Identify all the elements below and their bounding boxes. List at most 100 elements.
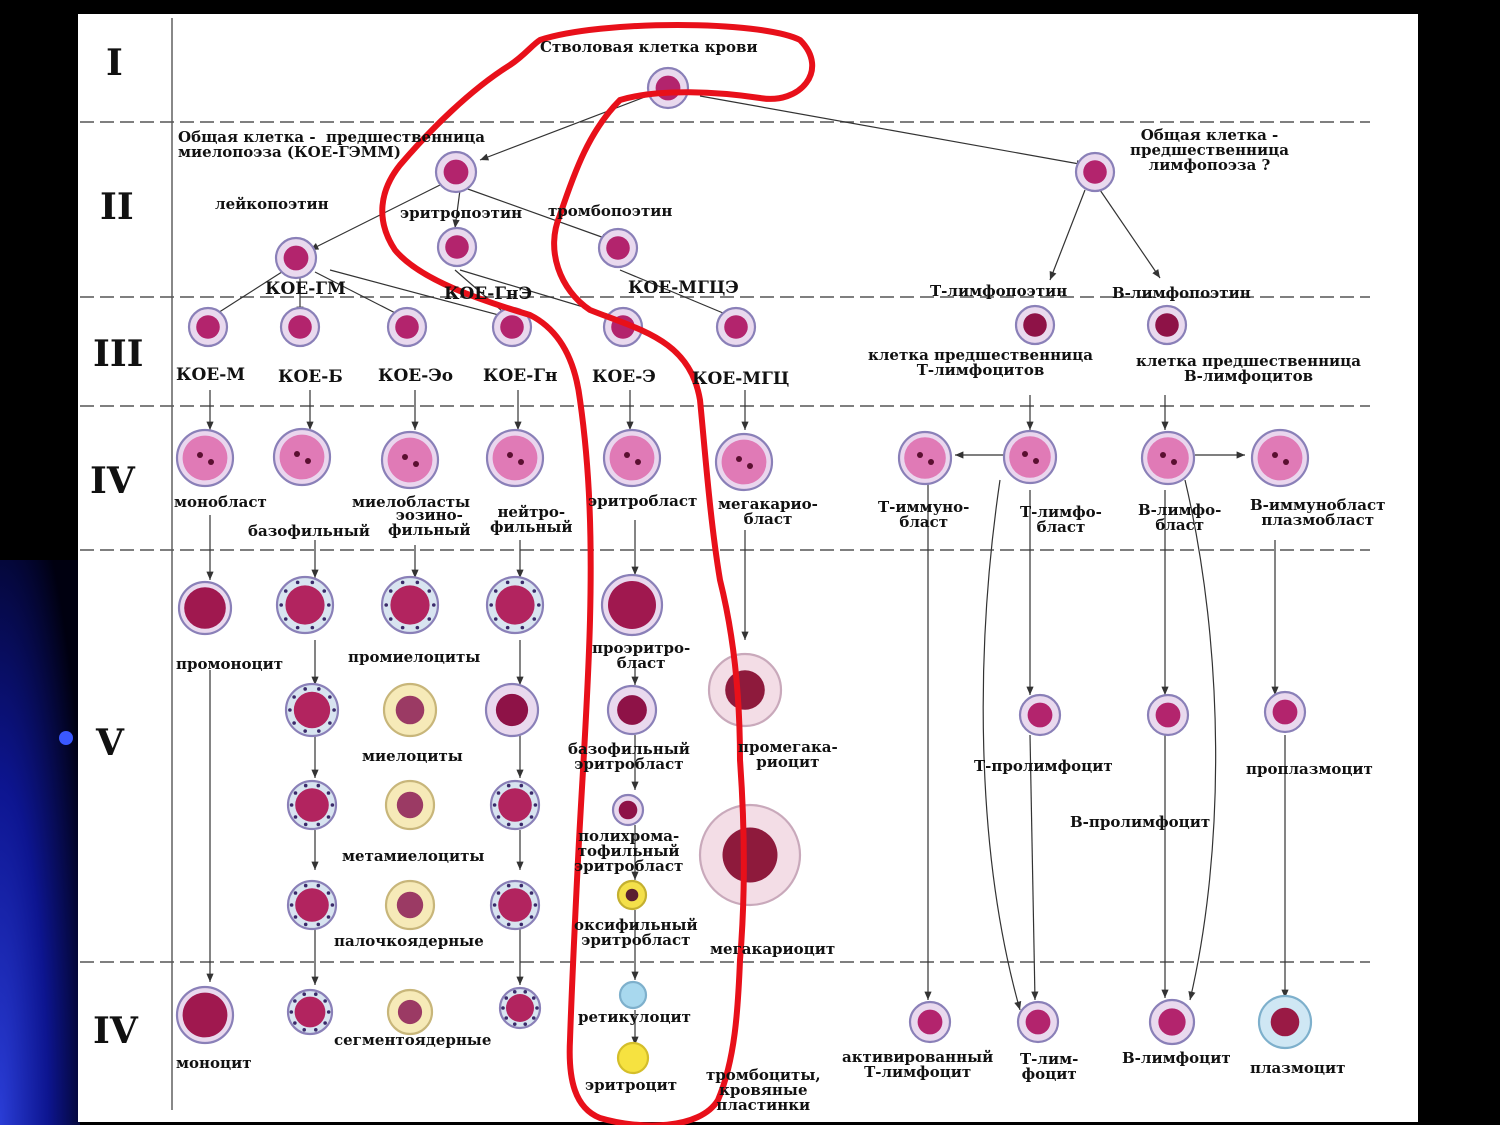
- label-b-immunoblast: В-иммунобласт плазмобласт: [1250, 496, 1386, 529]
- label-t-precursor: клетка предшественница Т-лимфоцитов: [868, 346, 1093, 379]
- blood-cell-icon: [386, 306, 428, 348]
- blood-cell-icon: [272, 427, 332, 487]
- label-koe-eo: КОЕ-Эо: [378, 366, 454, 386]
- blood-cell-icon: [1146, 693, 1190, 737]
- label-t-lymphoblast: Т-лимфо- бласт: [1020, 503, 1102, 536]
- blood-cell-icon: [600, 573, 664, 637]
- blood-cell-icon: [286, 988, 334, 1036]
- label-erythrocyte: эритроцит: [585, 1076, 678, 1094]
- blood-cell-icon: [275, 575, 335, 635]
- flow-arrow: [982, 479, 1022, 1011]
- blood-cell-icon: [434, 150, 478, 194]
- label-myeloblasts: миелобласты: [352, 493, 471, 511]
- flow-arrow: [619, 269, 736, 319]
- stage-numeral: III: [93, 333, 144, 375]
- blood-cell-icon: [485, 428, 545, 488]
- label-koe-mgce: КОЕ-МГЦЭ: [628, 278, 739, 298]
- blood-cell-icon: [1148, 998, 1196, 1046]
- stage-numeral: II: [100, 186, 134, 228]
- label-megakaryocyte: мегакариоцит: [710, 940, 836, 958]
- blood-cell-icon: [177, 580, 233, 636]
- blood-cell-icon: [436, 226, 478, 268]
- label-activated-t: активированный Т-лимфоцит: [842, 1048, 994, 1081]
- label-b-lymphoblast: В-лимфо- бласт: [1138, 501, 1222, 534]
- flow-arrow: [1184, 479, 1217, 1001]
- label-pronormoblast: проэритро- бласт: [592, 639, 691, 672]
- label-stem-cell: Стволовая клетка крови: [540, 38, 758, 56]
- blood-cell-icon: [1016, 1000, 1060, 1044]
- flow-arrow: [454, 269, 511, 319]
- label-promyelocytes: промиелоциты: [348, 648, 481, 666]
- blood-cell-icon: [380, 575, 440, 635]
- blood-cell-icon: [1018, 693, 1062, 737]
- blood-cell-icon: [175, 428, 235, 488]
- blood-cell-icon: [1140, 430, 1196, 486]
- label-polychromatophilic: полихрома- тофильный эритробласт: [574, 827, 684, 875]
- label-monoblast: монобласт: [174, 493, 267, 511]
- label-band: палочкоядерные: [334, 932, 484, 950]
- label-promegakaryocyte: промегака- риоцит: [738, 738, 838, 771]
- blood-cell-icon: [286, 879, 338, 931]
- stage-numeral: V: [96, 722, 124, 764]
- blood-cell-icon: [1146, 304, 1188, 346]
- blood-cell-icon: [498, 986, 542, 1030]
- bullet-icon: [59, 731, 73, 745]
- blood-cell-icon: [175, 985, 235, 1045]
- blood-cell-icon: [616, 879, 648, 911]
- label-proplasmocyte: проплазмоцит: [1246, 760, 1373, 778]
- blood-cell-icon: [714, 432, 774, 492]
- blood-cell-icon: [485, 575, 545, 635]
- label-t-immunoblast: Т-иммуно- бласт: [878, 498, 970, 531]
- flow-arrow: [464, 187, 611, 241]
- blood-cell-icon: [616, 1041, 650, 1075]
- flow-arrow: [329, 269, 511, 320]
- label-myelo-common: Общая клетка - предшественница миелопоэз…: [178, 128, 485, 161]
- label-oxyphilic: оксифильный эритробласт: [574, 916, 698, 949]
- blood-cell-icon: [646, 66, 690, 110]
- label-megakaryoblast: мегакарио- бласт: [718, 495, 818, 528]
- blood-cell-icon: [1263, 690, 1307, 734]
- label-platelets: тромбоциты, кровяные пластинки: [706, 1066, 821, 1114]
- blood-cell-icon: [602, 428, 662, 488]
- label-erythroblast: эритробласт: [588, 492, 698, 510]
- label-b-prolymphocyte: В-пролимфоцит: [1070, 813, 1211, 831]
- label-eosinophilic: эозино- фильный: [388, 506, 471, 539]
- blood-cell-icon: [380, 430, 440, 490]
- label-koe-mgc: КОЕ-МГЦ: [692, 369, 790, 389]
- blood-cell-icon: [489, 779, 541, 831]
- flow-arrow: [1029, 734, 1039, 1001]
- blood-cell-icon: [618, 980, 648, 1010]
- blood-cell-icon: [597, 227, 639, 269]
- label-b-lymphocyte: В-лимфоцит: [1122, 1049, 1231, 1067]
- flow-arrow: [452, 189, 461, 229]
- highlight-outline: [379, 22, 816, 1125]
- flow-arrow: [309, 184, 441, 251]
- blood-cell-icon: [715, 306, 757, 348]
- blood-cell-icon: [384, 879, 436, 931]
- label-neutrophilic: нейтро- фильный: [490, 503, 573, 536]
- label-segmented: сегментоядерные: [334, 1031, 492, 1049]
- label-b-lymphopoietin: В-лимфопоэтин: [1112, 284, 1251, 302]
- label-erythropoietin: эритропоэтин: [400, 204, 523, 222]
- blood-cell-icon: [279, 306, 321, 348]
- blood-cell-icon: [1014, 304, 1056, 346]
- label-reticulocyte: ретикулоцит: [578, 1008, 691, 1026]
- label-koe-gne: КОЕ-ГнЭ: [444, 284, 532, 304]
- blood-cell-icon: [707, 652, 783, 728]
- blood-cell-icon: [284, 682, 340, 738]
- label-koe-gn: КОЕ-Гн: [483, 366, 558, 386]
- blood-cell-icon: [484, 682, 540, 738]
- flow-arrow: [314, 271, 406, 319]
- blood-cell-icon: [286, 779, 338, 831]
- blood-cell-icon: [386, 988, 434, 1036]
- label-koe-m: КОЕ-М: [176, 365, 246, 385]
- blood-cell-icon: [187, 306, 229, 348]
- flow-arrow: [1049, 189, 1086, 281]
- label-thrombopoietin: тромбопоэтин: [548, 202, 673, 220]
- blood-cell-icon: [611, 793, 645, 827]
- label-basophilic-erythroblast: базофильный эритробласт: [568, 740, 690, 773]
- flow-arrow: [479, 94, 651, 161]
- blood-cell-icon: [908, 1000, 952, 1044]
- label-lympho-common: Общая клетка - предшественница лимфопоэз…: [1130, 126, 1289, 174]
